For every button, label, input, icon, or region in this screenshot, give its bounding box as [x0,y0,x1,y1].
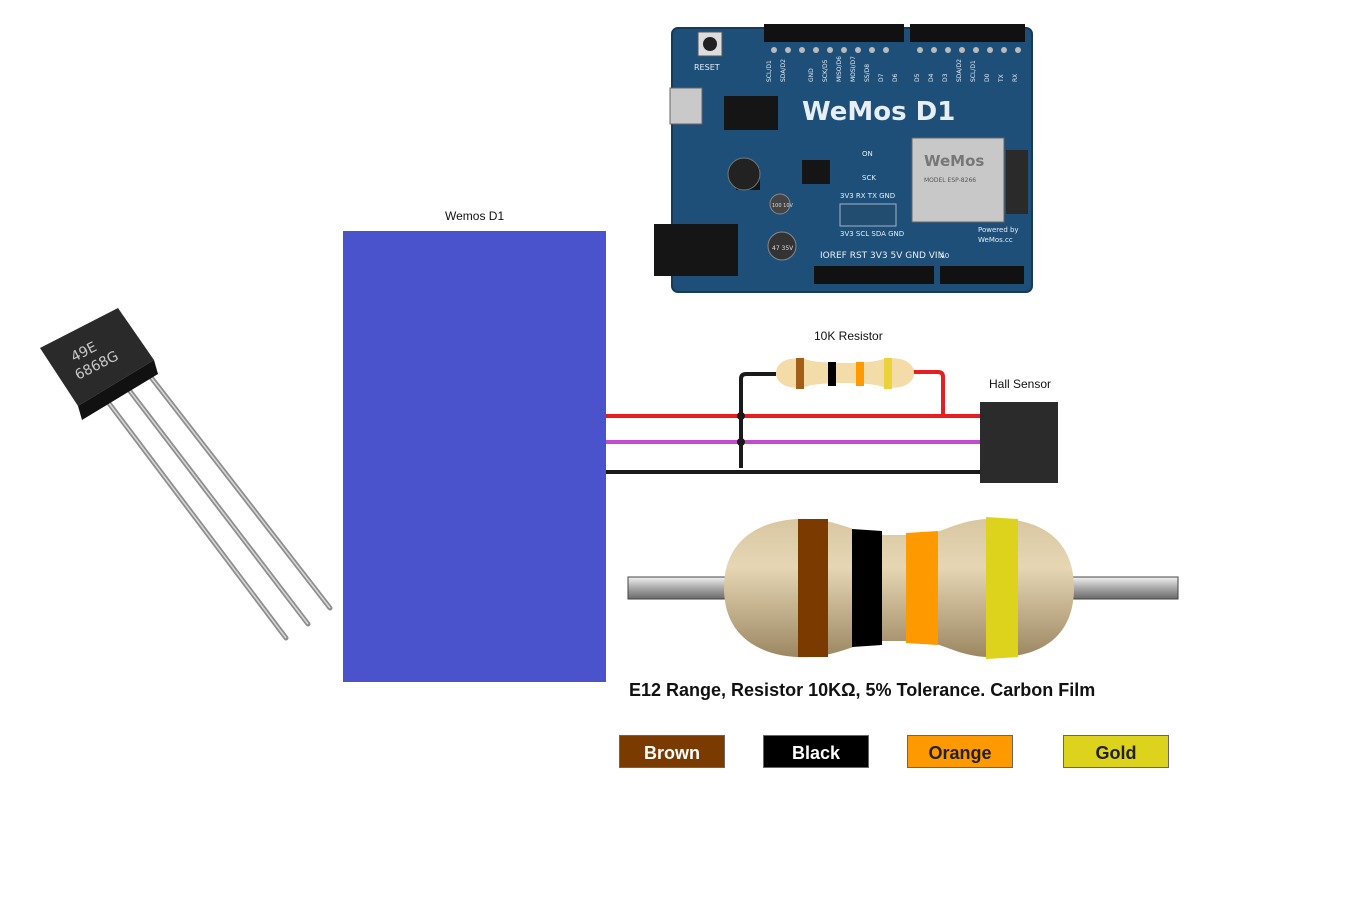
module-model: MODEL ESP-8266 [924,177,976,184]
sck-label: SCK [862,174,876,182]
mid-header-label: 3V3 RX TX GND [840,192,895,200]
on-label: ON [862,150,873,158]
band-orange [856,362,864,386]
svg-text:SCL/D1: SCL/D1 [766,60,773,82]
swatch-brown: Brown [619,735,725,768]
mid-header2-label: 3V3 SCL SDA GND [840,230,904,238]
capacitor-label: 47 35V [772,245,794,252]
website-label: WeMos.cc [978,236,1013,244]
small-resistor [776,358,914,389]
capacitor2-label: 100 10V [772,203,793,209]
large-band-orange [906,531,938,645]
svg-text:D4: D4 [928,73,935,82]
svg-text:D3: D3 [942,73,949,82]
powered-by-label: Powered by [978,226,1019,234]
svg-text:D5: D5 [914,73,921,82]
svg-text:MOSI/D7: MOSI/D7 [850,56,857,82]
large-band-gold [986,517,1018,659]
resistor-body [724,518,1074,658]
swatch-black: Black [763,735,869,768]
board-brand-logo: WeMos D1 [802,97,955,127]
swatch-gold-label: Gold [1095,743,1137,763]
svg-text:D7: D7 [878,73,885,82]
bottom-header-label: IOREF RST 3V3 5V GND VIN [820,251,944,261]
sensor-leads [99,373,333,641]
wire-junction [737,412,745,420]
wemos-d1-board-image: SCL/D1 SDA/D2 GND SCK/D5 MISO/D6 MOSI/D7… [654,24,1033,293]
resistor-left-lead [739,372,776,468]
header-pins [771,47,1021,53]
hall-sensor-image: 49E 6868G [40,308,333,641]
header-pin-labels: SCL/D1 SDA/D2 GND SCK/D5 MISO/D6 MOSI/D7… [766,56,1019,83]
svg-text:SCL/D1: SCL/D1 [970,60,977,82]
band-black [828,362,836,386]
swatch-brown-label: Brown [644,743,700,763]
large-resistor-image [627,517,1179,659]
swatch-black-label: Black [791,743,841,763]
large-band-brown [798,519,828,657]
band-gold [884,358,892,389]
svg-text:D6: D6 [892,73,899,82]
swatch-orange-label: Orange [928,743,992,763]
analog-header-label: A0 [940,252,949,260]
resistor-right-lead [912,370,945,414]
swatch-orange: Orange [907,735,1013,768]
wemos-d1-block [343,231,606,682]
hall-sensor-block [980,402,1058,483]
svg-text:RX: RX [1012,74,1019,82]
band-brown [796,358,804,389]
reset-label: RESET [694,63,720,72]
svg-text:SDA/D2: SDA/D2 [780,59,787,82]
sensor-body [40,308,154,406]
wemos-d1-label: Wemos D1 [445,209,505,223]
large-band-black [852,529,882,647]
swatch-gold: Gold [1063,735,1169,768]
resistor-caption: E12 Range, Resistor 10KΩ, 5% Tolerance. … [629,680,1096,700]
wire-junction [737,438,745,446]
svg-text:MISO/D6: MISO/D6 [836,56,843,82]
svg-text:SCK/D5: SCK/D5 [822,59,829,82]
resistor-label: 10K Resistor [814,329,883,343]
svg-text:D0: D0 [984,73,991,82]
svg-text:TX: TX [998,74,1005,83]
module-brand: WeMos [924,152,984,170]
svg-text:GND: GND [808,68,815,82]
svg-text:SS/D8: SS/D8 [864,64,871,82]
hall-sensor-label: Hall Sensor [989,377,1052,391]
svg-text:SDA/D2: SDA/D2 [956,59,963,82]
